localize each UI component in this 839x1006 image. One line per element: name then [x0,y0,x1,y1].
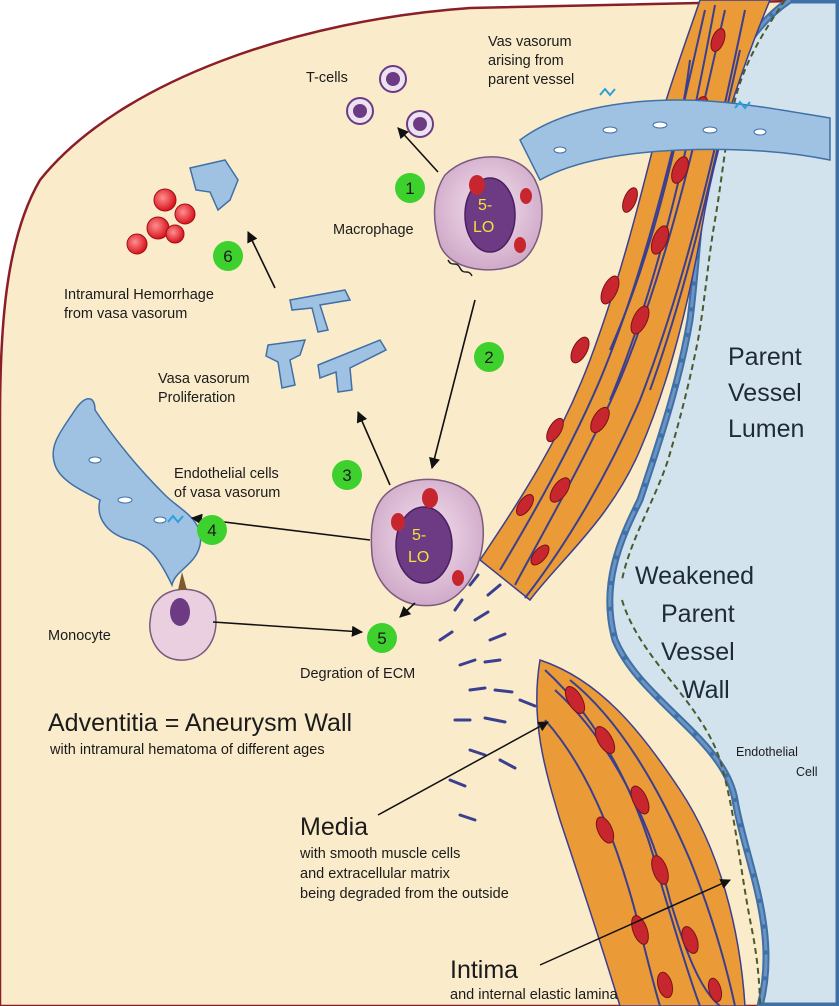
media-subtitle-2: and extracellular matrix [300,866,451,882]
weakened-wall-label-2: Parent [661,600,735,628]
step-4-badge: 4 [197,515,227,545]
lo-label-bottom-1: 5- [412,527,426,544]
step-2-badge: 2 [474,342,504,372]
proliferation-label-1: Vasa vasorum [158,371,250,387]
step-6-badge: 6 [213,241,243,271]
svg-text:1: 1 [405,179,414,198]
endothelial-vv-label-1: Endothelial cells [174,466,279,482]
weakened-wall-label-3: Vessel [661,638,735,666]
lo-label-bottom-2: LO [408,549,429,566]
intima-subtitle: and internal elastic lamina [450,987,619,1003]
weakened-wall-label-1: Weakened [635,562,754,590]
parent-lumen-label-1: Parent [728,343,802,371]
svg-text:6: 6 [223,247,232,266]
endothelial-cell-label-1: Endothelial [736,745,798,759]
step-1-badge: 1 [395,173,425,203]
svg-text:4: 4 [207,521,216,540]
lo-label-top-2: LO [473,219,494,236]
step-5-badge: 5 [367,623,397,653]
monocyte-label: Monocyte [48,628,111,644]
svg-text:5: 5 [377,629,386,648]
macrophage-label: Macrophage [333,222,414,238]
parent-lumen-label-3: Lumen [728,415,804,443]
svg-text:3: 3 [342,466,351,485]
macrophage-top [435,157,543,276]
media-subtitle-3: being degraded from the outside [300,886,509,902]
parent-lumen-label-2: Vessel [728,379,802,407]
adventitia-title: Adventitia = Aneurysm Wall [48,709,352,737]
degradation-label: Degration of ECM [300,666,415,682]
adventitia-subtitle: with intramural hematoma of different ag… [49,742,325,758]
vas-vasorum-arising-label-1: Vas vasorum [488,34,572,50]
t-cells-label: T-cells [306,70,348,86]
vas-vasorum-arising-label-3: parent vessel [488,72,574,88]
intima-title: Intima [450,956,518,984]
media-title: Media [300,813,368,841]
endothelial-cell-label-2: Cell [796,765,818,779]
hemorrhage-label-1: Intramural Hemorrhage [64,287,214,303]
lo-label-top-1: 5- [478,197,492,214]
svg-text:2: 2 [484,348,493,367]
step-3-badge: 3 [332,460,362,490]
endothelial-vv-label-2: of vasa vasorum [174,485,280,501]
vas-vasorum-arising-label-2: arising from [488,53,564,69]
media-subtitle-1: with smooth muscle cells [299,846,460,862]
hemorrhage-label-2: from vasa vasorum [64,306,187,322]
weakened-wall-label-4: Wall [682,676,730,704]
proliferation-label-2: Proliferation [158,390,235,406]
